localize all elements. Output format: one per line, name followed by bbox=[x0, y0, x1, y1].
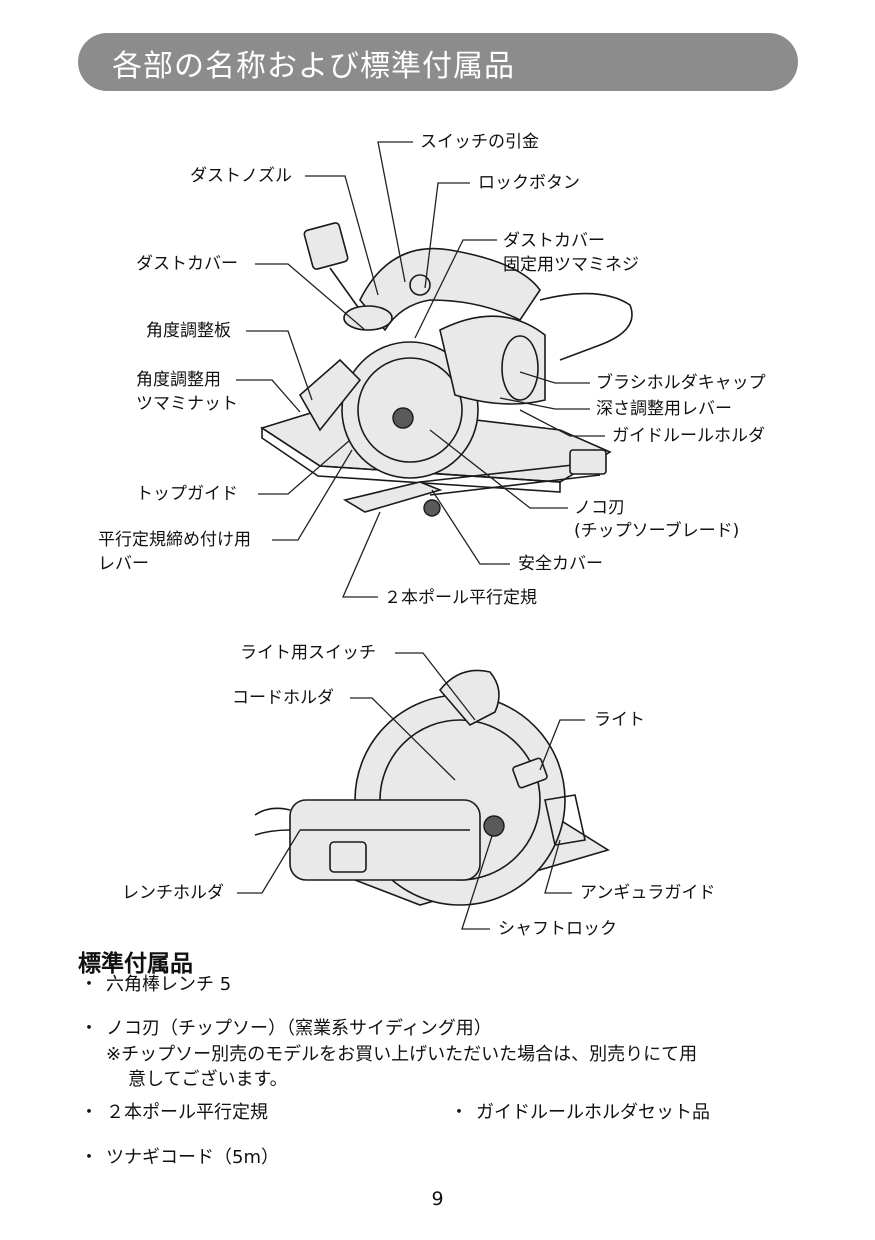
accessory-hex-wrench: 六角棒レンチ 5 bbox=[106, 974, 232, 995]
accessory-item: ・ノコ刃（チップソー）（窯業系サイディング用） bbox=[80, 1017, 492, 1041]
label-cord-holder: コードホルダ bbox=[232, 688, 334, 708]
accessory-item: ・六角棒レンチ 5 bbox=[80, 973, 231, 997]
label-blade-1: ノコ刃 bbox=[574, 498, 625, 518]
label-light: ライト bbox=[594, 710, 645, 730]
page-number: 9 bbox=[431, 1188, 444, 1210]
label-dust-nozzle: ダストノズル bbox=[190, 166, 292, 186]
circular-saw-icon bbox=[260, 222, 633, 517]
accessory-parallel-guide: ２本ポール平行定規 bbox=[106, 1102, 268, 1123]
label-safety-cover: 安全カバー bbox=[518, 554, 603, 574]
label-shaft-lock: シャフトロック bbox=[498, 919, 617, 939]
bullet: ・ bbox=[80, 1147, 98, 1168]
accessories-title: 標準付属品 bbox=[78, 951, 193, 977]
accessory-blade-note-1: ※チップソー別売のモデルをお買い上げいただいた場合は、別売りにて用 bbox=[106, 1044, 698, 1065]
accessory-item: ・ ２本ポール平行定規 bbox=[80, 1101, 268, 1125]
page-title: 各部の名称および標準付属品 bbox=[112, 49, 515, 84]
label-dust-cover-knob-1: ダストカバー bbox=[503, 231, 605, 251]
bullet: ・ bbox=[80, 1018, 98, 1039]
label-wrench-holder: レンチホルダ bbox=[122, 883, 224, 903]
accessory-guide-holder-set: ガイドルールホルダセット品 bbox=[476, 1102, 710, 1123]
label-angle-knob-1: 角度調整用 bbox=[136, 370, 221, 390]
leader-lines bbox=[236, 141, 605, 598]
accessory-blade-note-2: 意してございます。 bbox=[128, 1069, 288, 1090]
label-angle-plate: 角度調整板 bbox=[146, 321, 231, 341]
parts-figure: スイッチの引金 ダストノズル ロックボタン ダストカバー ダストカバー 固定用ツ… bbox=[98, 132, 766, 939]
accessory-extension-cord: ツナギコード（5m） bbox=[106, 1147, 279, 1168]
label-dust-cover: ダストカバー bbox=[136, 254, 238, 274]
section-header: 各部の名称および標準付属品 bbox=[78, 33, 798, 91]
leader-lines-2 bbox=[237, 652, 585, 930]
label-parallel-lever-1: 平行定規締め付け用 bbox=[98, 530, 251, 550]
label-top-guide: トップガイド bbox=[136, 484, 238, 504]
label-angle-knob-2: ツマミナット bbox=[136, 394, 238, 414]
label-two-pole-guide: ２本ポール平行定規 bbox=[384, 588, 537, 608]
label-guide-rule-holder: ガイドルールホルダ bbox=[612, 426, 765, 446]
label-brush-cap: ブラシホルダキャップ bbox=[596, 373, 766, 393]
accessory-blade: ノコ刃（チップソー）（窯業系サイディング用） bbox=[106, 1018, 492, 1039]
circular-saw-rear-icon bbox=[254, 669, 610, 906]
label-parallel-lever-2: レバー bbox=[98, 554, 149, 574]
label-light-switch: ライト用スイッチ bbox=[240, 643, 376, 663]
label-blade-2: (チップソーブレード) bbox=[574, 521, 740, 541]
label-dust-cover-knob-2: 固定用ツマミネジ bbox=[503, 255, 639, 275]
label-angular-guide: アンギュラガイド bbox=[580, 883, 716, 903]
bullet: ・ bbox=[450, 1102, 468, 1123]
label-depth-lever: 深さ調整用レバー bbox=[596, 399, 732, 419]
accessory-item: ・ガイドルールホルダセット品 bbox=[450, 1101, 710, 1125]
label-lock-button: ロックボタン bbox=[478, 173, 580, 193]
bullet: ・ bbox=[80, 1102, 98, 1123]
bullet: ・ bbox=[80, 974, 98, 995]
label-switch-trigger: スイッチの引金 bbox=[420, 132, 539, 152]
parts-diagram bbox=[236, 141, 633, 930]
accessory-item: ・ツナギコード（5m） bbox=[80, 1146, 279, 1170]
